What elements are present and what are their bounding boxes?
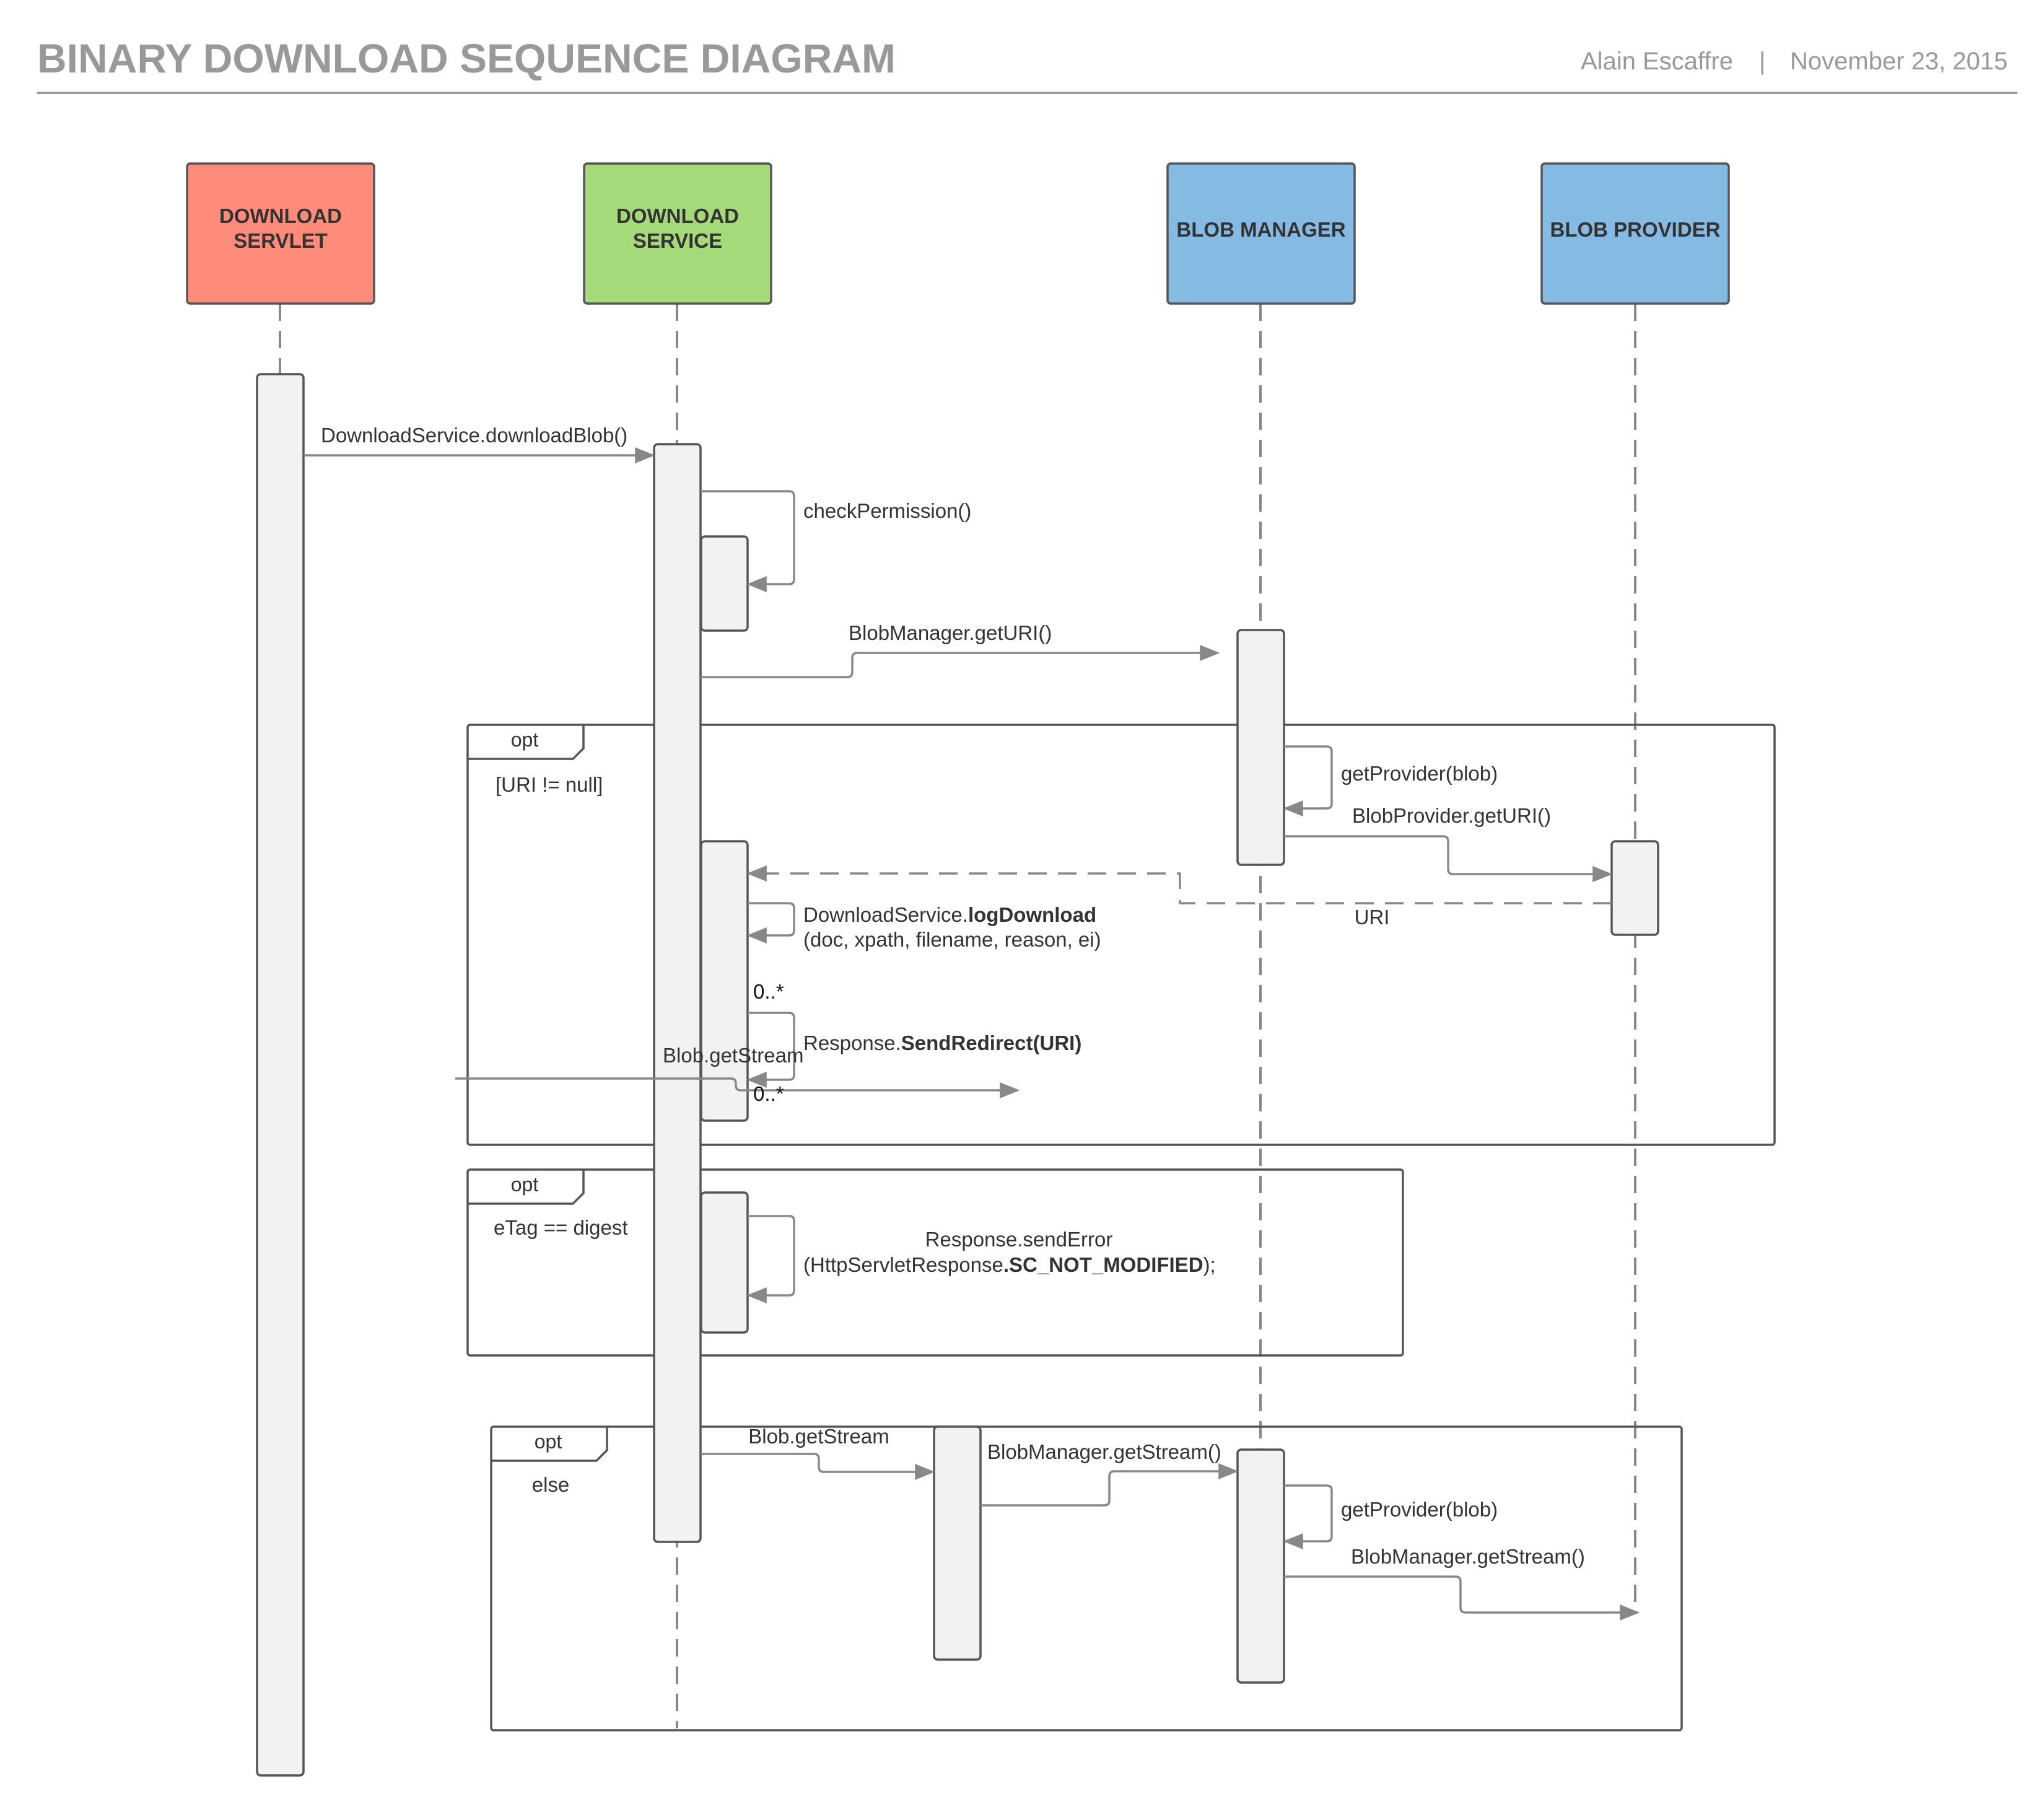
activation-service-check [700,535,749,632]
label-blob-get-stream-2: Blob.getStream [748,1425,889,1448]
arrow-check-permission [701,490,795,592]
arrow-send-redirect [746,1012,795,1088]
actor-blob-manager: BLOB MANAGER [1166,162,1356,305]
actor-box-blob-provider [1540,162,1730,305]
label-log-download-prefix: DownloadService. [803,903,968,926]
actor-box-blob-manager [1166,162,1356,305]
diagram-title: BINARY DOWNLOAD SEQUENCE DIAGRAM [37,35,896,81]
label-send-redirect-bold: SendRedirect(URI) [901,1031,1082,1054]
label-manager-get-stream-2: BlobManager.getStream() [1351,1545,1585,1568]
activation-service-error [700,1191,749,1334]
message-manager-get-stream-2: BlobManager.getStream() [1284,1545,1640,1621]
label-send-error-bold: .SC_NOT_MODIFIED [1003,1253,1203,1276]
frame-box [490,1425,1683,1731]
arrow-get-provider-1 [1283,745,1333,816]
header-separator: | [1759,48,1765,75]
label-manager-get-stream-1: BlobManager.getStream() [987,1440,1221,1463]
frame-tag: opt [511,729,539,751]
label-provider-get-uri: BlobProvider.getURI() [1352,804,1551,827]
message-get-provider-2: getProvider(blob) [1283,1484,1498,1549]
frame-box [466,1168,1404,1357]
arrow-blob-get-stream-1 [455,1077,1020,1098]
arrow-manager-get-stream-1 [981,1463,1239,1507]
message-send-error: Response.sendError (HttpServletResponse.… [746,1215,1216,1303]
activation-service-redirect [700,840,749,1122]
activation-service-main [653,443,702,1543]
message-check-permission: checkPermission() [701,490,971,592]
actor-blob-manager-label: BLOB MANAGER [1176,218,1345,241]
label-send-error-line1: Response.sendError [925,1228,1113,1251]
label-get-provider-2: getProvider(blob) [1341,1498,1498,1521]
message-uri-return: URI [746,865,1612,929]
frame-tag-border [491,1427,608,1462]
message-send-redirect: Response.SendRedirect(URI) [746,1012,1081,1088]
frame-opt-else: opt else [490,1425,1683,1731]
label-get-provider-1: getProvider(blob) [1341,762,1498,785]
arrow-send-error [746,1215,795,1303]
frame-guard: else [532,1473,570,1496]
message-blob-get-stream-1: Blob.getStream [455,1044,1020,1098]
label-log-download-bold: logDownload [968,903,1096,926]
frame-tag-border [468,725,585,760]
message-download-blob: DownloadService.downloadBlob() [304,424,655,463]
multiplicity-top: 0..* [753,980,784,1003]
frame-tag: opt [535,1430,562,1453]
frame-tag-border [468,1170,585,1205]
actor-download-servlet: DOWNLOAD SERVLET [186,162,375,305]
actor-servlet-line1: DOWNLOAD [219,204,342,227]
activation-servlet [256,373,305,1777]
frame-opt-uri: opt [URI != null] [466,724,1776,1146]
date: November 23, 2015 [1790,48,2007,75]
author: Alain Escaffre [1581,48,1733,75]
label-check-permission: checkPermission() [803,499,971,522]
actor-blob-provider-label: BLOB PROVIDER [1550,218,1720,241]
message-provider-get-uri: BlobProvider.getURI() [1284,804,1613,882]
multiplicity-bottom: 0..* [753,1082,784,1105]
message-log-download: DownloadService.logDownload (doc, xpath,… [746,902,1101,951]
message-blob-get-stream-2: Blob.getStream [701,1425,935,1480]
arrow-provider-get-uri [1284,835,1613,882]
activation-blob-stream [933,1425,982,1661]
actor-box-service [583,162,772,305]
actor-box-servlet [186,162,375,305]
message-manager-get-stream-1: BlobManager.getStream() [981,1440,1239,1507]
message-get-uri: BlobManager.getURI() [701,621,1220,678]
label-blob-get-stream-1: Blob.getStream [663,1044,803,1067]
actor-service-line1: DOWNLOAD [616,204,739,227]
activation-provider-geturi [1610,840,1659,936]
actor-servlet-line2: SERVLET [234,229,328,252]
activation-manager-geturi [1236,629,1285,866]
arrow-uri-return [746,865,1612,904]
frame-tag: opt [511,1173,539,1196]
label-send-redirect: Response.SendRedirect(URI) [803,1031,1081,1054]
frame-opt-etag: opt eTag == digest [466,1168,1404,1357]
label-send-error-line2: (HttpServletResponse.SC_NOT_MODIFIED); [803,1253,1216,1276]
label-log-download-args: (doc, xpath, filename, reason, ei) [803,928,1101,951]
arrow-log-download [746,902,795,943]
actor-download-service: DOWNLOAD SERVICE [583,162,772,305]
arrow-blob-get-stream-2 [701,1453,935,1480]
arrow-manager-get-stream-2 [1284,1575,1640,1621]
label-send-error-prefix: (HttpServletResponse [803,1253,1003,1276]
label-log-download: DownloadService.logDownload [803,903,1096,926]
frame-guard: [URI != null] [496,773,603,796]
actor-blob-provider: BLOB PROVIDER [1540,162,1730,305]
label-send-redirect-prefix: Response. [803,1031,901,1054]
frame-guard: eTag == digest [494,1216,628,1239]
arrow-get-provider-2 [1283,1484,1333,1549]
label-download-blob: DownloadService.downloadBlob() [321,424,627,447]
label-uri-return: URI [1355,906,1390,929]
activation-manager-getstream [1236,1448,1285,1684]
arrow-get-uri [701,645,1220,678]
label-send-error-suffix: ); [1203,1253,1216,1276]
message-get-provider-1: getProvider(blob) [1283,745,1498,816]
label-get-uri: BlobManager.getURI() [849,621,1052,644]
actor-service-line2: SERVICE [633,229,722,252]
frame-box [466,724,1776,1146]
